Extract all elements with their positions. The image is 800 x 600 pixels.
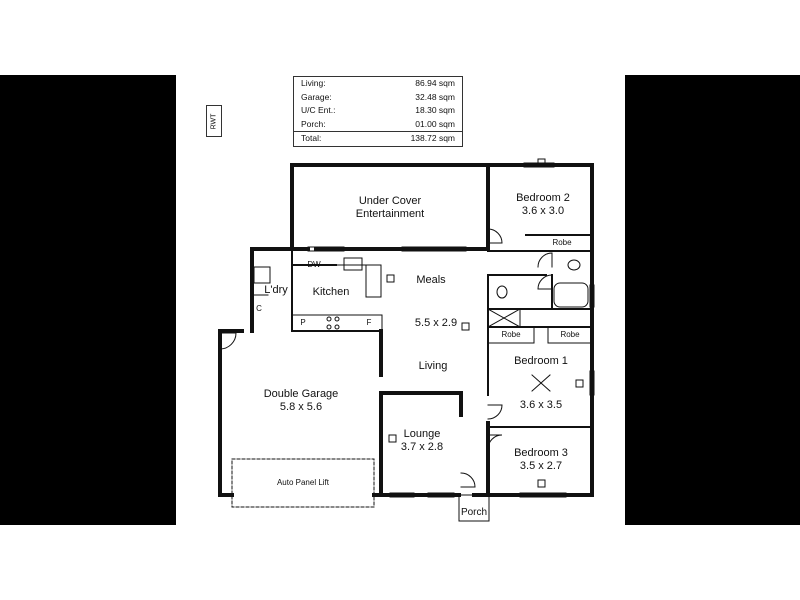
- lounge-size: 3.7 x 2.8: [400, 441, 444, 453]
- area-label: Garage:: [301, 91, 332, 102]
- area-value: 18.30 sqm: [415, 105, 455, 116]
- area-row-garage: Garage: 32.48 sqm: [294, 91, 462, 105]
- porch-label: Porch: [460, 507, 488, 518]
- bedroom3-name: Bedroom 3: [514, 447, 568, 459]
- floor-plan-drawing: [218, 158, 595, 522]
- area-row-living: Living: 86.94 sqm: [294, 77, 462, 91]
- area-row-total: Total: 138.72 sqm: [294, 131, 462, 146]
- dishwasher-label: DW: [307, 260, 321, 269]
- kitchen-label: Kitchen: [312, 286, 350, 298]
- lounge-label: Lounge 3.7 x 2.8: [390, 428, 454, 454]
- area-label: Living:: [301, 78, 326, 88]
- lounge-name: Lounge: [403, 428, 441, 440]
- laundry-label: L'dry: [264, 284, 288, 296]
- meals-size-label: 5.5 x 2.9: [414, 317, 458, 329]
- area-value: 01.00 sqm: [415, 118, 455, 129]
- area-schedule-table: Living: 86.94 sqm Garage: 32.48 sqm U/C …: [293, 76, 463, 147]
- right-black-border: [625, 75, 800, 525]
- under-cover-label: Under Cover Entertainment: [326, 195, 454, 221]
- area-label: U/C Ent.:: [301, 105, 336, 116]
- area-value: 138.72 sqm: [410, 133, 455, 144]
- garage-size: 5.8 x 5.6: [279, 401, 323, 413]
- rwt-label: RWT: [210, 113, 218, 129]
- area-row-uc-ent: U/C Ent.: 18.30 sqm: [294, 104, 462, 118]
- living-label: Living: [418, 360, 448, 372]
- fridge-label: F: [366, 318, 372, 327]
- under-cover-line2: Entertainment: [355, 208, 425, 220]
- area-value: 86.94 sqm: [415, 78, 455, 88]
- windows: [307, 162, 595, 498]
- bedroom2-size: 3.6 x 3.0: [521, 205, 565, 217]
- garage-name: Double Garage: [263, 388, 339, 400]
- bedroom2-label: Bedroom 2 3.6 x 3.0: [498, 192, 588, 218]
- area-label: Porch:: [301, 118, 326, 129]
- garage-label: Double Garage 5.8 x 5.6: [246, 388, 356, 414]
- robe-2-label: Robe: [560, 330, 580, 339]
- cupboard-label: C: [256, 304, 262, 313]
- vents: [386, 158, 584, 488]
- pantry-label: P: [300, 318, 306, 327]
- robe-b2-label: Robe: [552, 238, 572, 247]
- bedroom2-name: Bedroom 2: [516, 192, 570, 204]
- floor-plan: Living: 86.94 sqm Garage: 32.48 sqm U/C …: [176, 75, 625, 525]
- bedroom3-size: 3.5 x 2.7: [519, 460, 563, 472]
- meals-label: Meals: [416, 274, 446, 286]
- robe-1-label: Robe: [501, 330, 521, 339]
- area-row-porch: Porch: 01.00 sqm: [294, 118, 462, 132]
- door-swings: [219, 228, 553, 488]
- under-cover-line1: Under Cover: [358, 195, 422, 207]
- exterior-walls: [218, 163, 594, 497]
- rainwater-tank: RWT: [206, 105, 222, 137]
- area-label: Total:: [301, 133, 322, 144]
- bedroom1-size: 3.6 x 3.5: [519, 399, 563, 411]
- auto-panel-lift-label: Auto Panel Lift: [276, 478, 330, 487]
- bedroom1-name: Bedroom 1: [514, 355, 568, 367]
- left-black-border: [0, 75, 176, 525]
- area-value: 32.48 sqm: [415, 91, 455, 102]
- bedroom3-label: Bedroom 3 3.5 x 2.7: [496, 447, 586, 473]
